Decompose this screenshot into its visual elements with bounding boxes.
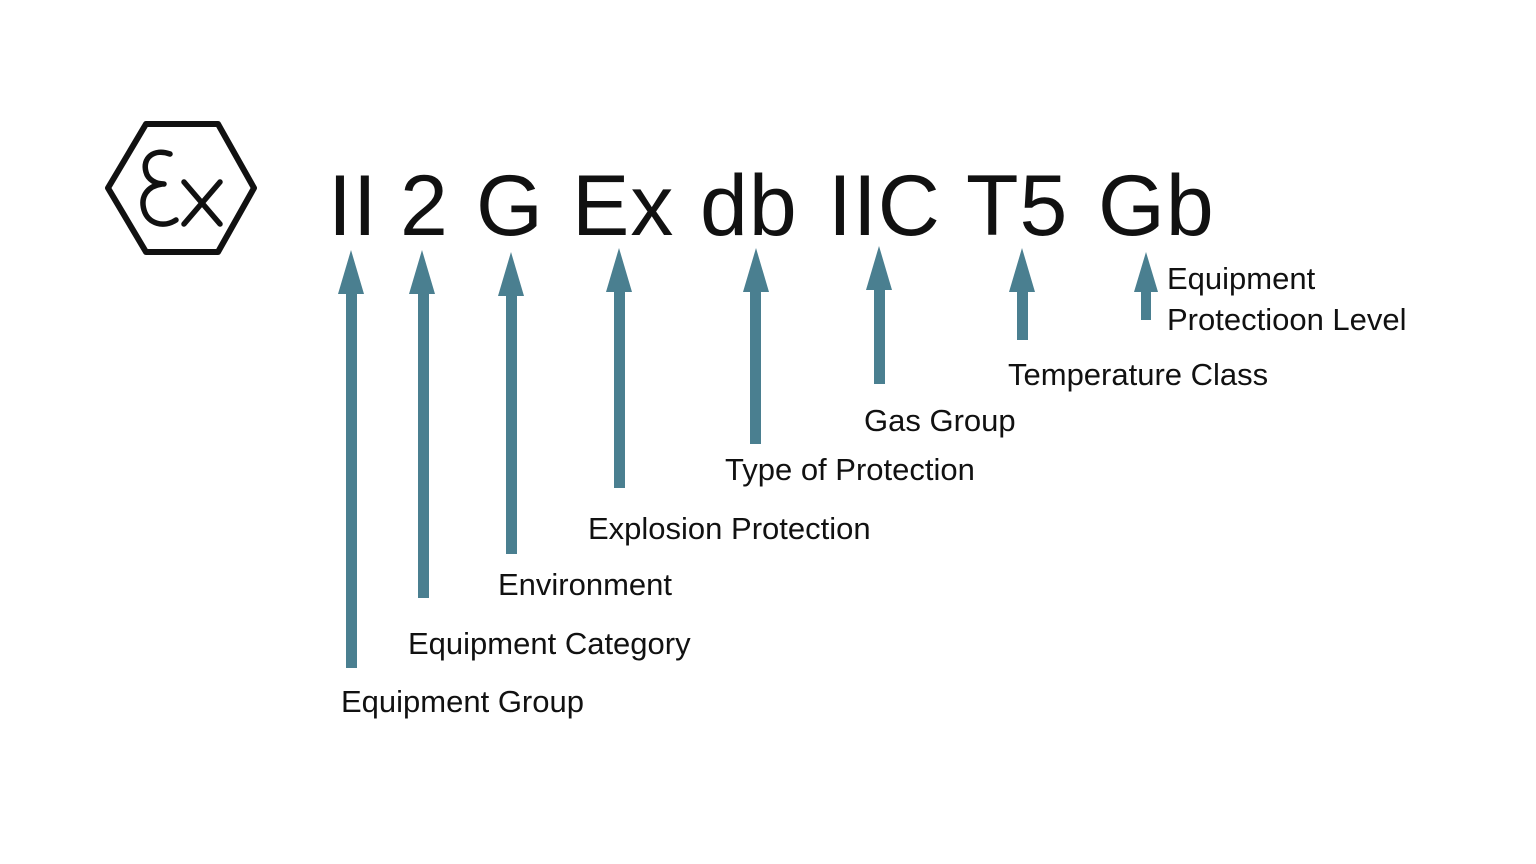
code-equipment-category: 2 [400,158,449,254]
label-temperature-class: Temperature Class [1008,357,1269,392]
label-explosion-protection: Explosion Protection [588,511,871,546]
code-protection-level: Gb [1098,158,1215,254]
label-gas-group: Gas Group [864,403,1016,438]
label-environment: Environment [498,567,673,602]
epsilon-glyph [140,149,179,227]
arrow-gas-group [866,246,892,384]
x-glyph [181,179,223,227]
label-equipment-group: Equipment Group [341,684,584,719]
code-type-of-protection: db [700,158,798,254]
label-protection-level-line2: Protectioon Level [1167,302,1407,337]
label-type-of-protection: Type of Protection [725,452,975,487]
code-explosion-protection: Ex [572,158,675,254]
ex-hexagon-icon [105,121,257,255]
hexagon-outline [105,121,257,255]
arrow-environment [498,252,524,554]
label-equipment-category: Equipment Category [408,626,691,661]
arrow-protection-level [1134,252,1158,320]
code-environment: G [476,158,544,254]
code-equipment-group: II [328,158,378,254]
code-temperature-class: T5 [966,158,1069,254]
code-gas-group: IIC [828,158,941,254]
arrow-equipment-group [338,250,364,668]
arrow-type-of-protection [743,248,769,444]
arrow-explosion-protection [606,248,632,488]
arrow-temperature-class [1009,248,1035,340]
arrow-equipment-category [409,250,435,598]
label-protection-level-line1: Equipment [1167,261,1316,296]
